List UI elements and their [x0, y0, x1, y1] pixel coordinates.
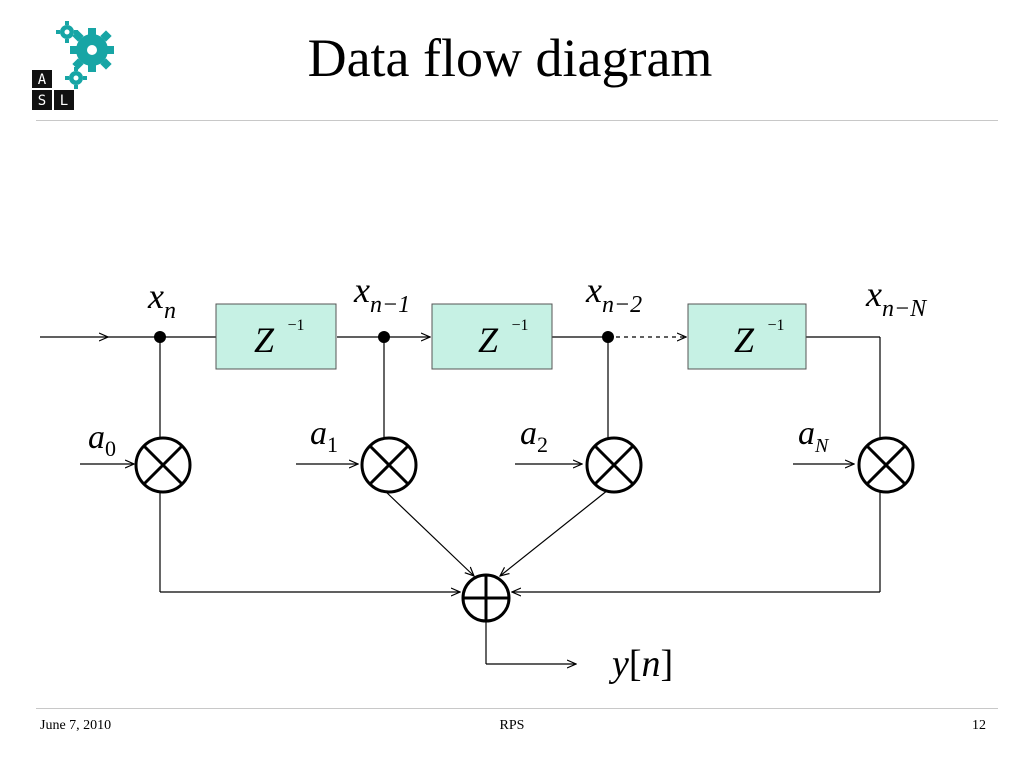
page-number: 12	[972, 718, 986, 733]
logo-letter-l: L	[60, 93, 68, 109]
delay-block-1: Z −1	[215, 303, 337, 370]
node-label-xn-N: xn−N	[865, 274, 928, 322]
delay-label-2: Z	[478, 320, 499, 360]
multiplier-1-icon	[360, 436, 418, 494]
coef-label-a2: a2	[520, 415, 548, 457]
gears-logo-icon: A S L	[32, 21, 114, 110]
logo-letter-a: A	[38, 72, 47, 88]
delay-exp-3: −1	[767, 317, 784, 334]
delay-label-3: Z	[734, 320, 755, 360]
coef-label-a0: a0	[88, 419, 116, 461]
delay-block-2: Z −1	[431, 303, 553, 370]
gear-small-icon-2	[65, 67, 87, 89]
node-label-xn-2: xn−2	[585, 270, 642, 318]
output-label: y[n]	[608, 643, 673, 685]
footer-divider	[36, 708, 998, 709]
multiplier-n-icon	[857, 436, 915, 494]
footer-center-text: RPS	[499, 718, 525, 733]
delay-label-1: Z	[254, 320, 275, 360]
delay-exp-2: −1	[511, 317, 528, 334]
title-divider	[36, 120, 998, 121]
sum-line-2	[500, 489, 609, 576]
delay-block-3: Z −1	[687, 303, 807, 370]
footer-date: June 7, 2010	[40, 718, 112, 733]
delay-exp-1: −1	[287, 317, 304, 334]
slide-title: Data flow diagram	[307, 28, 713, 88]
coef-label-a1: a1	[310, 415, 338, 457]
node-label-xn-1: xn−1	[353, 270, 410, 318]
logo-letter-s: S	[38, 93, 46, 109]
multiplier-0-icon	[134, 436, 192, 494]
gear-small-icon	[56, 21, 78, 43]
junction-dot-1	[378, 331, 390, 343]
node-label-xn: xn	[147, 276, 176, 324]
junction-dot-0	[154, 331, 166, 343]
multiplier-2-icon	[585, 436, 643, 494]
sum-line-1	[383, 489, 474, 576]
adder-icon	[461, 573, 511, 623]
coef-label-aN: aN	[798, 415, 830, 457]
logo: A S L	[30, 18, 130, 112]
junction-dot-2	[602, 331, 614, 343]
